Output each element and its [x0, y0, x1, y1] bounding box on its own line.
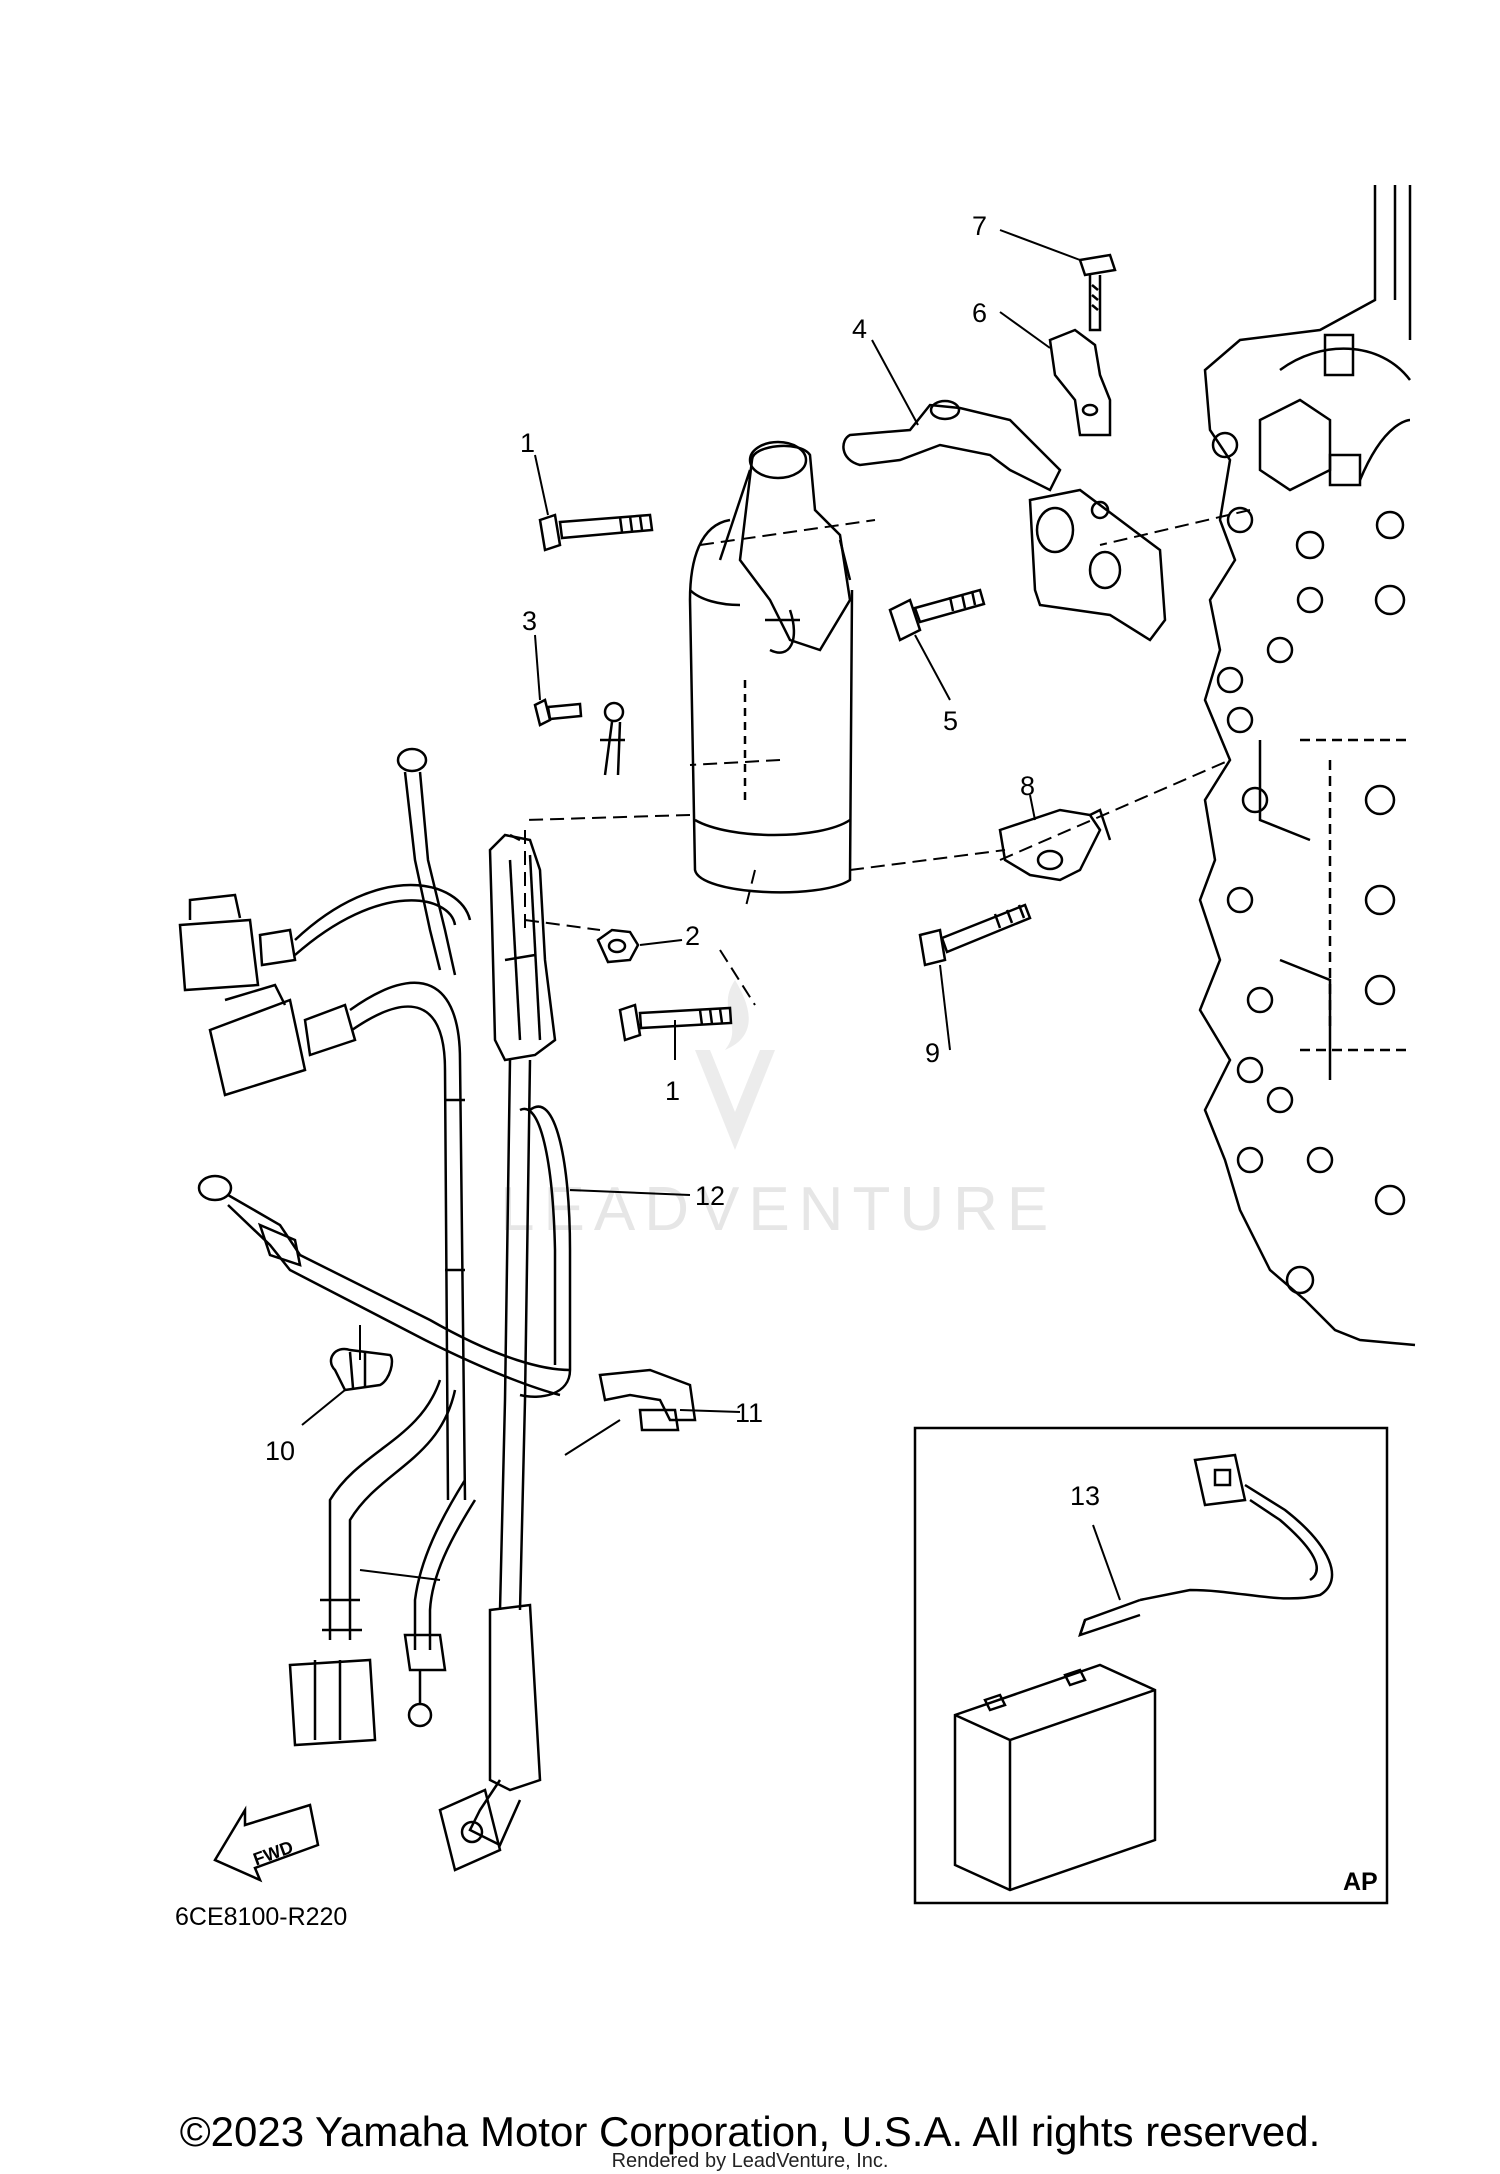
callout-leaders: [301, 229, 1121, 1601]
callout-4: 4: [852, 314, 867, 344]
callout-1-upper: 1: [520, 428, 535, 458]
callout-3: 3: [522, 606, 537, 636]
starter-motor: [688, 440, 854, 894]
watermark-text: LEADVENTURE: [500, 1175, 1057, 1244]
callout-12: 12: [695, 1181, 725, 1211]
inset-box: [913, 1426, 1389, 1905]
callout-1-lower: 1: [665, 1076, 680, 1106]
callout-9: 9: [925, 1038, 940, 1068]
callout-8: 8: [1020, 771, 1035, 801]
callout-10: 10: [265, 1436, 295, 1466]
lead-13: [1078, 1453, 1334, 1637]
bracket-assembly: [842, 253, 1167, 882]
drawing-code: 6CE8100-R220: [175, 1903, 347, 1931]
wire-harness: [178, 509, 1251, 1872]
callout-7: 7: [972, 211, 987, 241]
callout-2: 2: [685, 921, 700, 951]
battery: [953, 1663, 1157, 1892]
fwd-label: FWD: [250, 1837, 295, 1870]
fasteners: [533, 513, 1032, 1042]
rendered-by-notice: Rendered by LeadVenture, Inc.: [611, 2150, 889, 2172]
callout-11: 11: [735, 1398, 763, 1428]
inset-label: AP: [1343, 1868, 1378, 1896]
copyright-notice: ©2023 Yamaha Motor Corporation, U.S.A. A…: [179, 2108, 1321, 2155]
engine-block: [1198, 185, 1416, 1347]
callouts: 1 1 2 3 4 5 6 7 8 9 10 11 12 13: [265, 211, 1100, 1511]
callout-13: 13: [1070, 1481, 1100, 1511]
watermark: LEADVENTURE: [500, 980, 1057, 1244]
callout-5: 5: [943, 706, 958, 736]
fwd-arrow: FWD: [213, 1803, 320, 1883]
callout-6: 6: [972, 298, 987, 328]
